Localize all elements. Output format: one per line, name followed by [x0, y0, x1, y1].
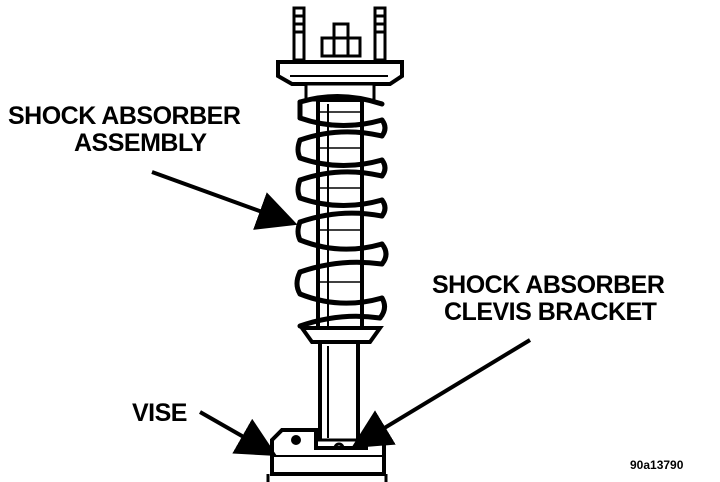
arrow-shock-assembly [151, 170, 298, 230]
label-line: CLEVIS BRACKET [444, 298, 657, 326]
lower-spring-seat [298, 326, 384, 344]
shock-tube [318, 340, 360, 444]
arrow-vise [199, 410, 277, 456]
label-clevis-bracket: SHOCK ABSORBER CLEVIS BRACKET [432, 271, 665, 326]
coil-spring [294, 94, 389, 329]
label-vise: VISE [132, 400, 187, 427]
top-nut [320, 22, 362, 58]
label-shock-absorber-assembly: SHOCK ABSORBER ASSEMBLY [8, 102, 241, 157]
label-line: SHOCK ABSORBER [432, 271, 665, 299]
upper-mount-plate [276, 60, 404, 86]
arrow-clevis-bracket [351, 338, 532, 449]
figure-id: 90a13790 [630, 458, 684, 472]
label-line: SHOCK ABSORBER [8, 102, 241, 130]
label-line: ASSEMBLY [74, 129, 207, 157]
label-line: VISE [132, 399, 187, 427]
leader-arrows [151, 170, 532, 456]
